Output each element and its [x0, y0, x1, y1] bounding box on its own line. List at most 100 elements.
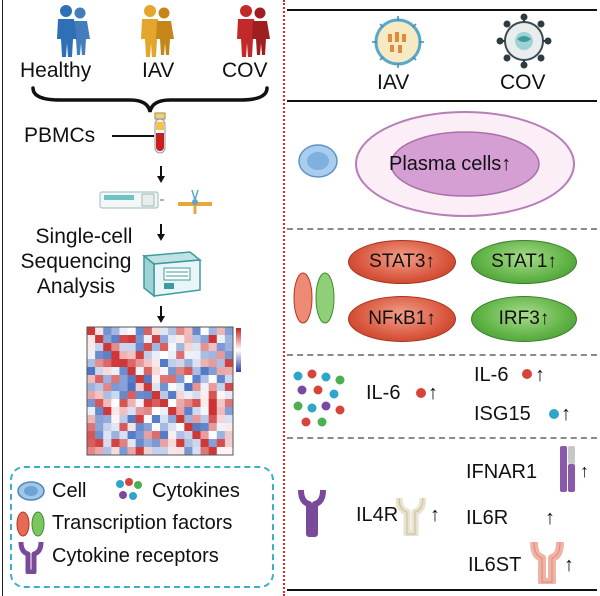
heatmap-cell — [160, 327, 169, 336]
heatmap-cell — [127, 383, 136, 392]
heatmap-cell — [184, 439, 193, 448]
heatmap-cell — [135, 439, 145, 448]
heatmap-cell — [127, 359, 136, 368]
heatmap-cell — [192, 359, 201, 368]
heatmap-cell — [184, 375, 193, 384]
heatmap-cell — [87, 415, 96, 424]
stat3-factor: STAT3↑ — [348, 240, 456, 284]
influenza-virus-icon — [372, 16, 424, 68]
heatmap-cell — [160, 439, 169, 448]
up-arrow: ↑ — [561, 403, 571, 425]
heatmap-cell — [176, 431, 185, 440]
heatmap-cell — [135, 447, 145, 456]
heatmap-cell — [208, 359, 218, 368]
heatmap-cell — [143, 407, 153, 416]
heatmap-cell — [216, 399, 226, 408]
heatmap-cell — [87, 407, 96, 416]
heatmap-colorbar — [236, 328, 241, 372]
heatmap-cell — [119, 391, 128, 400]
heatmap-cell — [135, 415, 145, 424]
people-icons — [57, 5, 270, 57]
heatmap-cell — [127, 343, 136, 352]
heatmap-cell — [192, 407, 201, 416]
heatmap-cell — [143, 327, 153, 336]
cyan-cytokine-icon — [549, 409, 559, 419]
heatmap-cell — [168, 431, 177, 440]
heatmap-cell — [216, 375, 226, 384]
heatmap-cell — [151, 351, 161, 360]
arrow-down-icon — [157, 224, 165, 241]
heatmap-cell — [95, 391, 104, 400]
heatmap-cell — [111, 375, 120, 384]
heatmap-cell — [200, 439, 209, 448]
heatmap-cell — [127, 351, 136, 360]
heatmap-cell — [111, 399, 120, 408]
heatmap-cell — [160, 407, 169, 416]
heatmap-cell — [224, 423, 234, 432]
up-arrow: ↑ — [428, 382, 438, 404]
heatmap-cell — [151, 343, 161, 352]
isg15-label: ISG15 — [474, 403, 531, 425]
heatmap-cell — [168, 351, 177, 360]
heatmap-cell — [208, 327, 218, 336]
heatmap-cell — [208, 399, 218, 408]
heatmap-cell — [184, 343, 193, 352]
section-divider — [287, 354, 597, 356]
heatmap-cell — [143, 431, 153, 440]
heatmap-cell — [87, 327, 96, 336]
heatmap-cell — [160, 367, 169, 376]
heatmap-cell — [95, 367, 104, 376]
heatmap-cell — [135, 423, 145, 432]
heatmap-cell — [151, 399, 161, 408]
top-rule — [287, 9, 597, 11]
heatmap-cell — [216, 359, 226, 368]
heatmap-cell — [192, 335, 201, 344]
label-cov: COV — [222, 59, 268, 82]
heatmap-cell — [95, 359, 104, 368]
legend-cell-label: Cell — [52, 480, 87, 502]
heatmap-cell — [224, 359, 234, 368]
heatmap-cell — [95, 375, 104, 384]
heatmap-cell — [135, 407, 145, 416]
heatmap-cell — [216, 367, 226, 376]
heatmap-cell — [200, 335, 209, 344]
heatmap-cell — [95, 415, 104, 424]
label-virus-cov: COV — [500, 71, 546, 94]
heatmap-cell — [216, 327, 226, 336]
heatmap-cell — [200, 391, 209, 400]
heatmap-cell — [184, 415, 193, 424]
legend-tf-label: Transcription factors — [52, 512, 233, 534]
cytokine-receptor-icon — [298, 489, 326, 537]
blood-tube-icon — [154, 112, 166, 154]
heatmap-cell — [208, 335, 218, 344]
heatmap-cell — [208, 383, 218, 392]
heatmap-cell — [168, 335, 177, 344]
heatmap-cell — [160, 431, 169, 440]
heatmap-cell — [119, 407, 128, 416]
heatmap-cell — [200, 327, 209, 336]
heatmap-cell — [127, 431, 136, 440]
up-arrow: ↑ — [430, 504, 440, 526]
heatmap-cell — [176, 383, 185, 392]
pbmcs-line — [112, 135, 154, 137]
heatmap-cell — [168, 359, 177, 368]
heatmap-cell — [119, 447, 128, 456]
heatmap-cell — [127, 423, 136, 432]
heatmap-cell — [135, 383, 145, 392]
heatmap-cell — [208, 407, 218, 416]
heatmap-cell — [103, 415, 112, 424]
heatmap-cell — [151, 367, 161, 376]
heatmap-cell — [160, 383, 169, 392]
heatmap-cell — [127, 415, 136, 424]
heatmap-cell — [127, 375, 136, 384]
heatmap-cell — [95, 351, 104, 360]
heatmap-cell — [200, 351, 209, 360]
heatmap-cell — [95, 399, 104, 408]
heatmap-cell — [216, 447, 226, 456]
heatmap-cell — [176, 327, 185, 336]
heatmap-cell — [103, 383, 112, 392]
heatmap-cell — [176, 447, 185, 456]
arrow-down-icon — [157, 306, 165, 323]
heatmap-cell — [127, 407, 136, 416]
heatmap-cell — [143, 359, 153, 368]
